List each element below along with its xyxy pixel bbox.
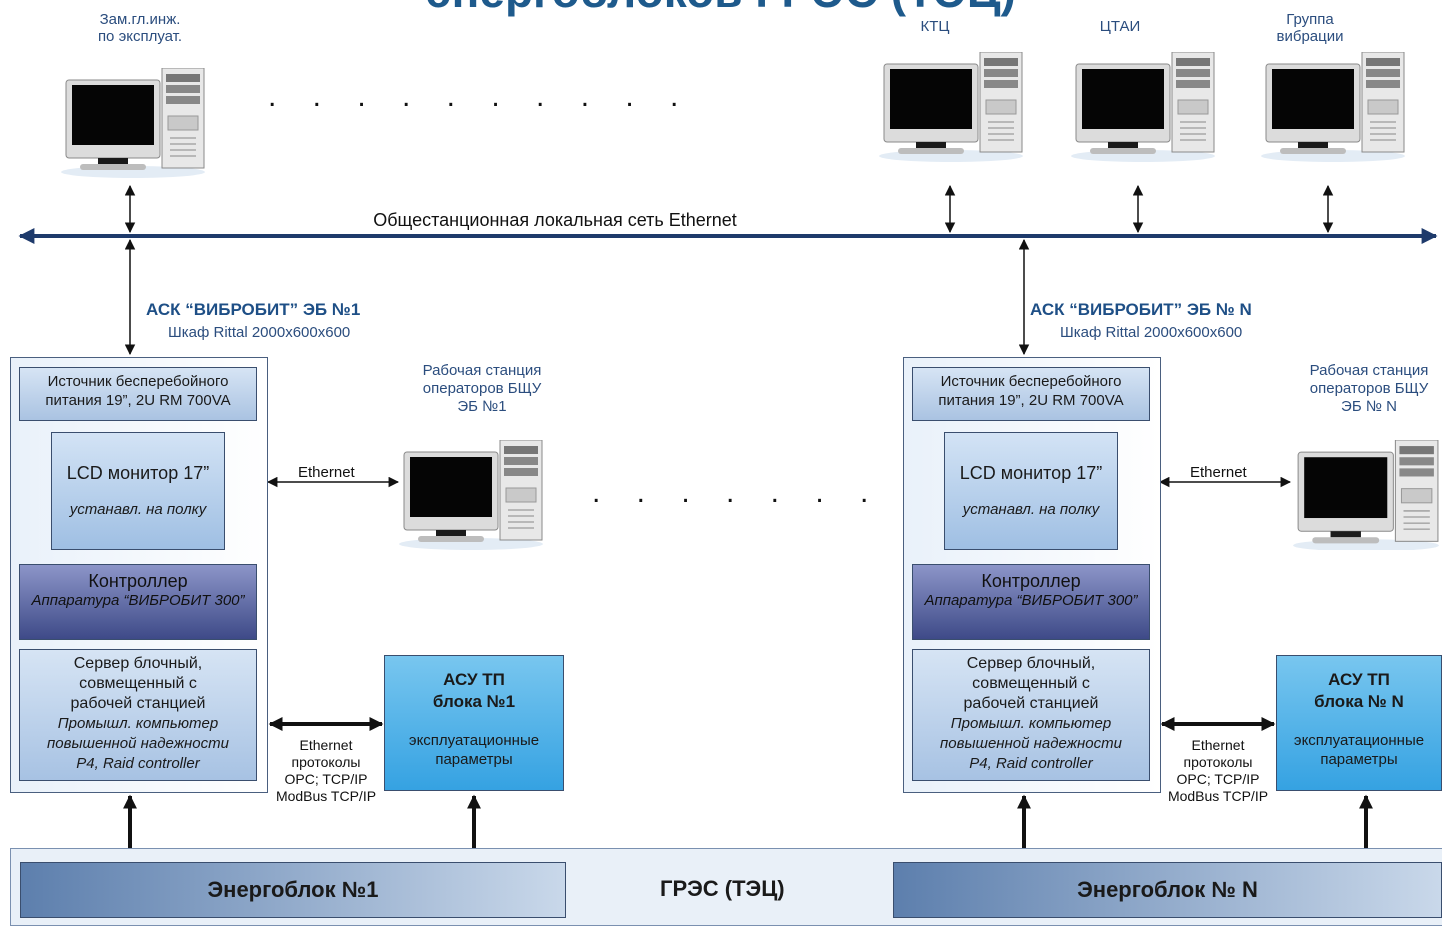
lcd-title: LCD монитор 17” [959,463,1103,483]
acs-tp-title: АСУ ТП блока №1 [432,670,516,711]
computer-icon [396,440,546,550]
power-plant-label: ГРЭС (ТЭЦ) [660,876,785,901]
ethernet-label-unit-1: Ethernet [298,464,355,481]
label-ktc: КТЦ [920,18,950,35]
lcd-box-unit-n: LCD монитор 17” устанавл. на полку [944,432,1118,550]
acs-tp-box-unit-1: АСУ ТП блока №1 эксплуатационные парамет… [384,655,564,791]
dots-ellipsis: . . . . . . . . . . [268,80,693,113]
acs-tp-sub: эксплуатационные параметры [408,732,540,768]
ups-box-unit-n: Источник бесперебойного питания 19”, 2U … [912,367,1150,421]
controller-box-unit-n: Контроллер Аппаратура “ВИБРОБИТ 300” [912,564,1150,640]
ask-sub-unit-1: Шкаф Rittal 2000x600x600 [168,324,351,341]
controller-title: Контроллер [981,571,1081,591]
ask-title-unit-1: АСК “ВИБРОБИТ” ЭБ №1 [146,300,361,319]
ups-box-unit-1: Источник бесперебойного питания 19”, 2U … [19,367,257,421]
label-deputy-engineer: Зам.гл.инж. по эксплуат. [97,11,183,45]
operator-station-label-unit-1: Рабочая станция операторов БЩУ ЭБ №1 [422,362,542,415]
server-line-2: совмещенный с [972,675,1090,692]
energoblock-unit-1: Энергоблок №1 [20,862,566,918]
server-line-1: Сервер блочный, [73,655,203,672]
acs-tp-box-unit-n: АСУ ТП блока № N эксплуатационные параме… [1276,655,1442,791]
label-ctai: ЦТАИ [1099,18,1141,35]
lcd-title: LCD монитор 17” [66,463,210,483]
controller-sub: Аппаратура “ВИБРОБИТ 300” [924,592,1138,609]
server-line-1: Сервер блочный, [966,655,1096,672]
ask-sub-unit-n: Шкаф Rittal 2000x600x600 [1060,324,1243,341]
ethernet-label-unit-n: Ethernet [1190,464,1247,481]
server-line-3: рабочей станцией [963,695,1099,712]
controller-title: Контроллер [88,571,188,591]
server-line-4: Промышл. компьютер [57,715,219,732]
acs-tp-sub: эксплуатационные параметры [1293,732,1425,768]
protocols-label-unit-1: Ethernet протоколы OPC; TCP/IP ModBus TC… [275,737,377,804]
controller-sub: Аппаратура “ВИБРОБИТ 300” [31,592,245,609]
computer-icon [1290,440,1442,550]
server-box-unit-1: Сервер блочный, совмещенный с рабочей ст… [19,649,257,781]
label-vibration-group: Группа вибрации [1276,11,1344,45]
ask-title-unit-n: АСК “ВИБРОБИТ” ЭБ № N [1030,300,1252,319]
controller-box-unit-1: Контроллер Аппаратура “ВИБРОБИТ 300” [19,564,257,640]
network-label: Общестанционная локальная сеть Ethernet [373,210,737,230]
server-line-3: рабочей станцией [70,695,206,712]
operator-station-label-unit-n: Рабочая станция операторов БЩУ ЭБ № N [1309,362,1429,415]
server-line-2: совмещенный с [79,675,197,692]
diagram-title: энергоблоков ГРЭС (ТЭЦ) [0,0,1442,18]
server-line-5: повышенной надежности [47,735,229,752]
lcd-sub: устанавл. на полку [69,501,207,518]
server-line-4: Промышл. компьютер [950,715,1112,732]
server-line-6: P4, Raid controller [76,755,200,772]
lcd-box-unit-1: LCD монитор 17” устанавл. на полку [51,432,225,550]
server-line-6: P4, Raid controller [969,755,1093,772]
server-line-5: повышенной надежности [940,735,1122,752]
energoblock-unit-n: Энергоблок № N [893,862,1442,918]
lcd-sub: устанавл. на полку [962,501,1100,518]
server-box-unit-n: Сервер блочный, совмещенный с рабочей ст… [912,649,1150,781]
acs-tp-title: АСУ ТП блока № N [1314,670,1404,711]
protocols-label-unit-n: Ethernet протоколы OPC; TCP/IP ModBus TC… [1167,737,1269,804]
